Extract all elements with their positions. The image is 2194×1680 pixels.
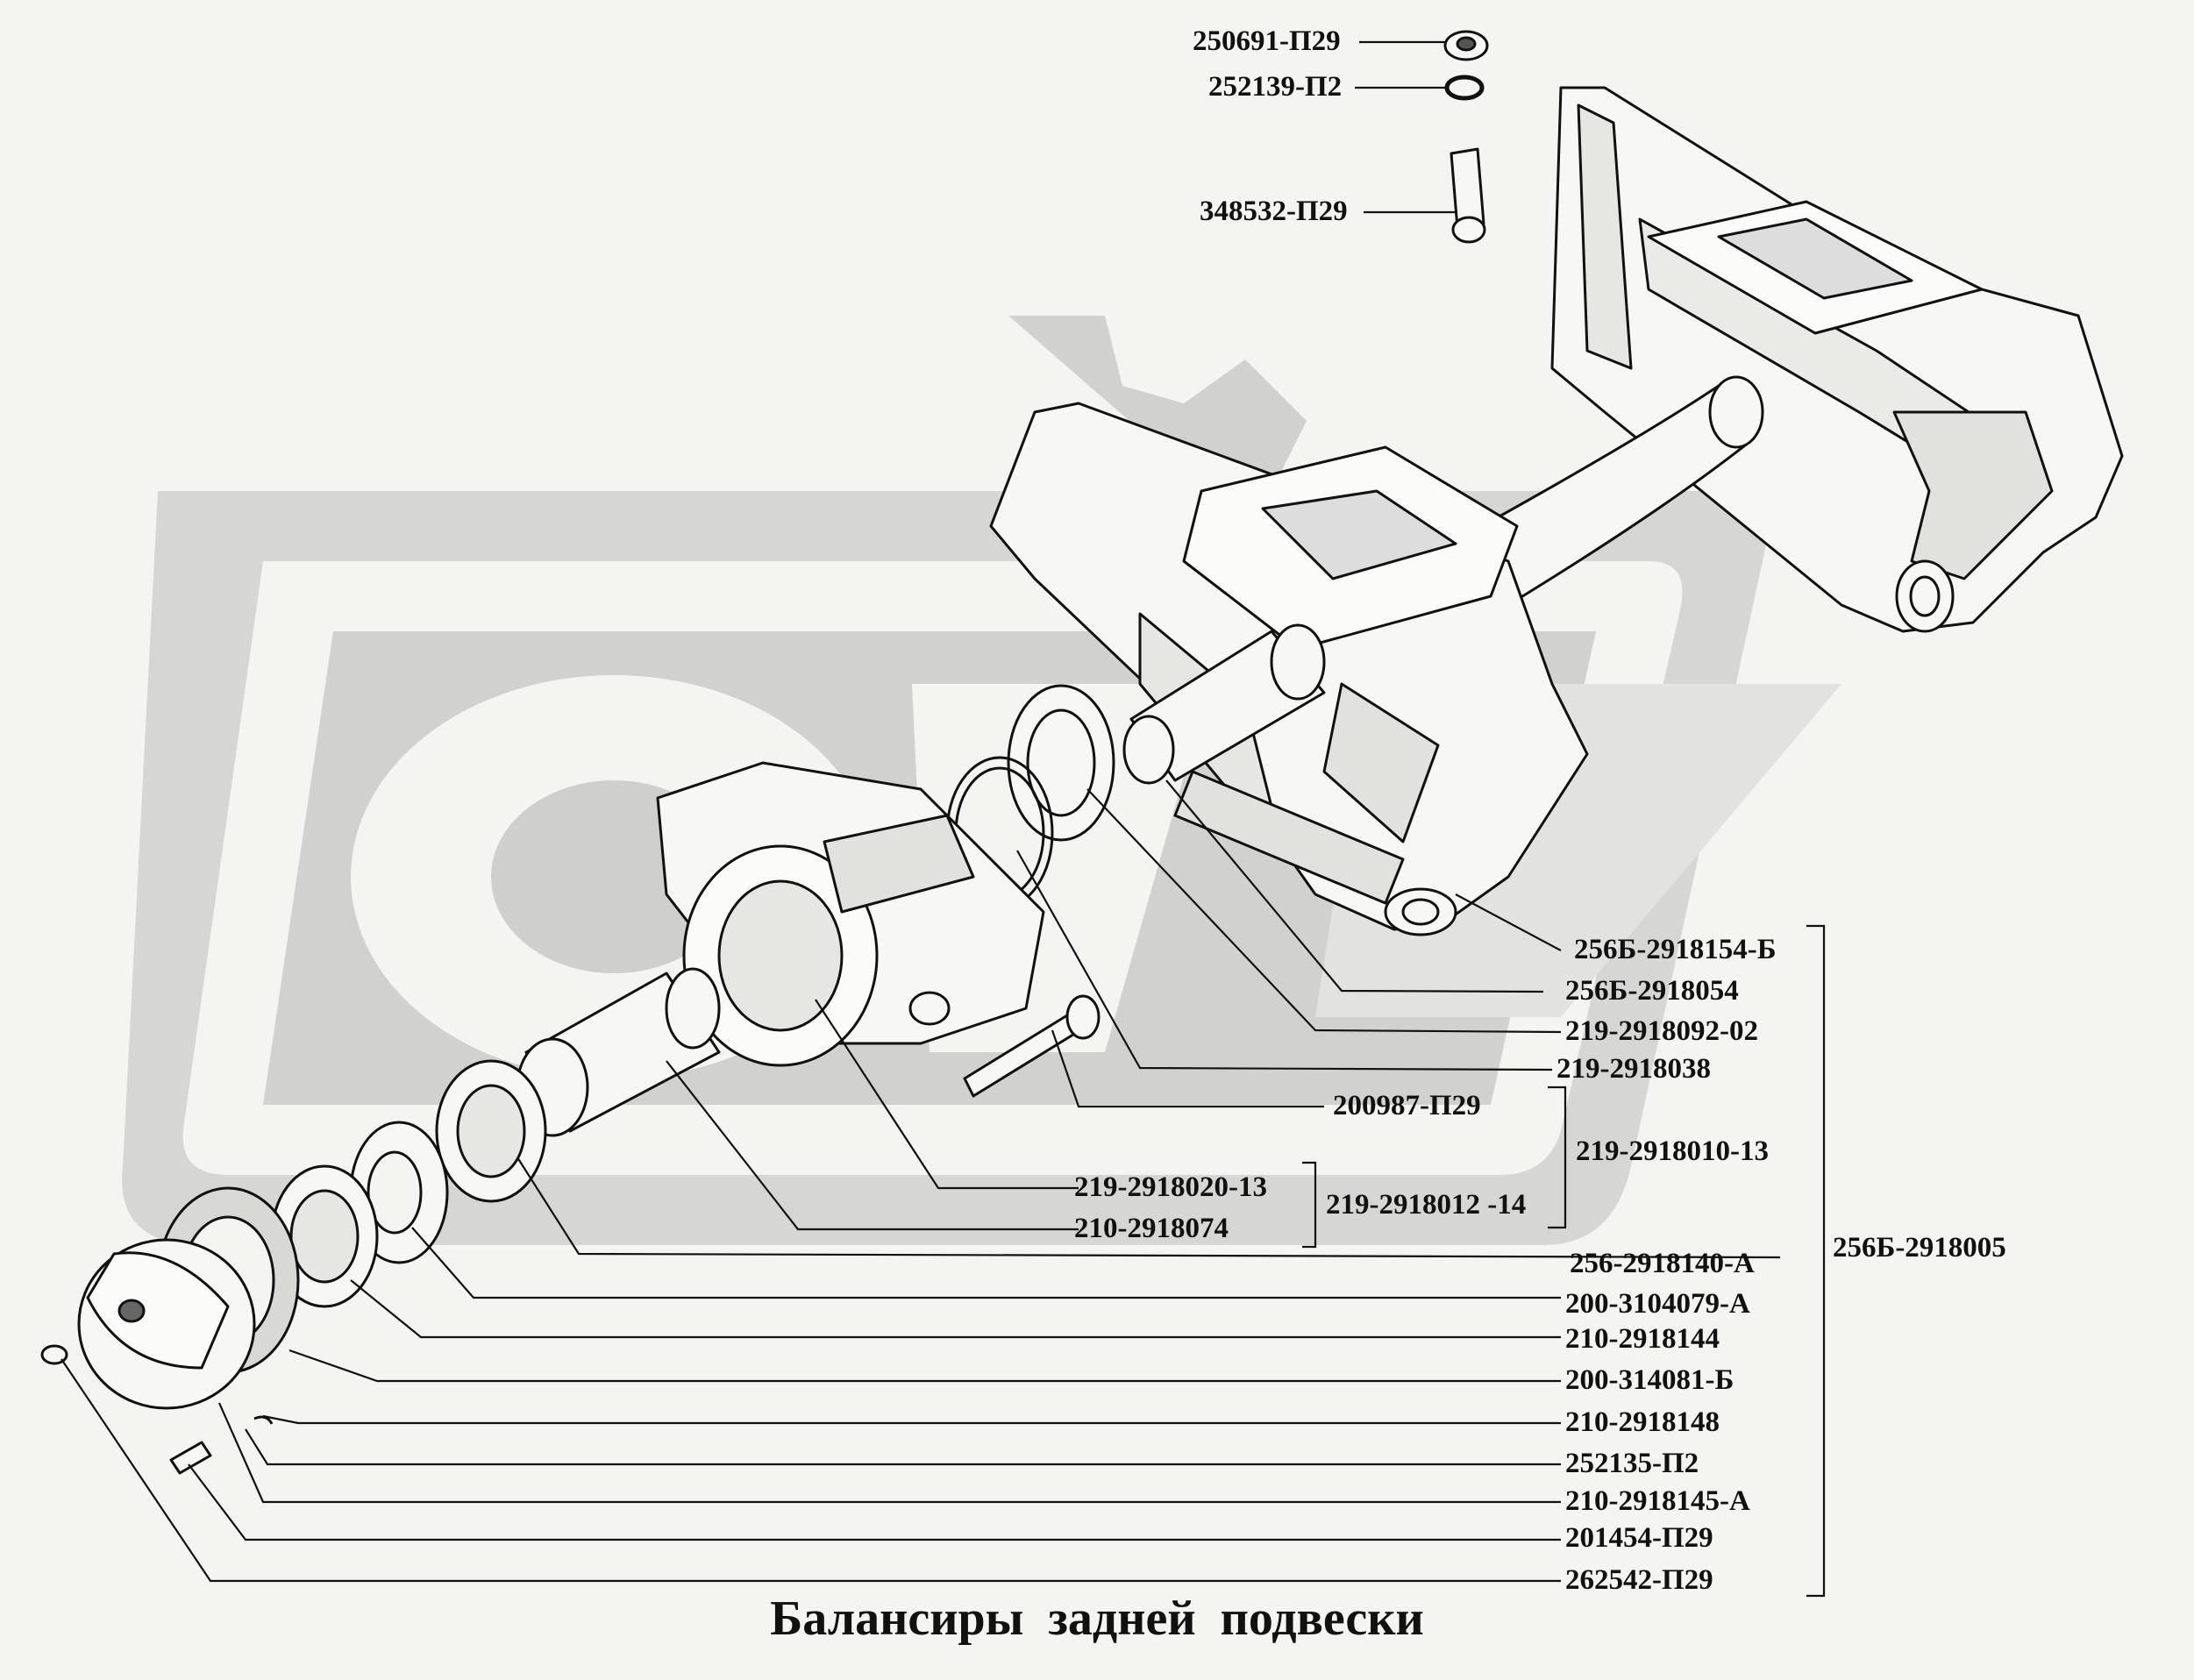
label-256B-2918054: 256Б-2918054: [1565, 975, 1739, 1007]
label-200987: 200987-П29: [1333, 1090, 1481, 1121]
axle-tube: [1480, 375, 1764, 607]
label-219-2918020-13: 219-2918020-13: [1074, 1171, 1267, 1203]
label-219-2918092-02: 219-2918092-02: [1565, 1015, 1758, 1047]
balancer-hub: [656, 761, 1045, 1067]
label-348532: 348532-П29: [1200, 196, 1348, 227]
bracket-right: [1550, 86, 2124, 633]
bushing-210-2918074: [516, 967, 721, 1137]
label-256B-2918005: 256Б-2918005: [1833, 1232, 2006, 1264]
label-200-314081-B: 200-314081-Б: [1565, 1364, 1735, 1396]
label-252135: 252135-П2: [1565, 1448, 1699, 1479]
label-200-3104079-A: 200-3104079-А: [1565, 1288, 1750, 1320]
washer-252139: [1444, 75, 1485, 101]
group-brackets: [1302, 924, 1826, 1598]
bolt-348532: [1450, 147, 1486, 244]
small-fasteners: [40, 1344, 274, 1475]
bolt-200987: [963, 994, 1101, 1098]
balancer-assembly-drawing: [40, 30, 2124, 1475]
hub-cap: [77, 1238, 256, 1410]
leader-lines: [61, 40, 1781, 1583]
watermark-logo: [122, 316, 1841, 1245]
lock-washer: [435, 1059, 547, 1203]
label-219-2918038: 219-2918038: [1556, 1053, 1711, 1085]
label-262542: 262542-П29: [1565, 1564, 1713, 1596]
label-201454: 201454-П29: [1565, 1522, 1713, 1554]
label-210-2918148: 210-2918148: [1565, 1406, 1720, 1438]
label-210-2918074: 210-2918074: [1074, 1213, 1229, 1244]
label-256-2918140-A: 256-2918140-А: [1570, 1248, 1755, 1279]
seal-rings: [945, 684, 1115, 910]
label-256B-2918154-B: 256Б-2918154-Б: [1574, 934, 1777, 965]
label-219-2918012-14: 219-2918012 -14: [1326, 1189, 1527, 1221]
label-210-2918145-A: 210-2918145-А: [1565, 1485, 1750, 1517]
label-219-2918010-13: 219-2918010-13: [1576, 1135, 1769, 1167]
label-252139: 252139-П2: [1208, 71, 1343, 103]
balancer-axle: [1122, 623, 1405, 905]
label-210-2918144: 210-2918144: [1565, 1323, 1720, 1355]
nut-250691: [1443, 30, 1489, 61]
diagram-caption: Балансиры задней подвески: [770, 1591, 1424, 1646]
label-250691: 250691-П29: [1193, 25, 1341, 57]
